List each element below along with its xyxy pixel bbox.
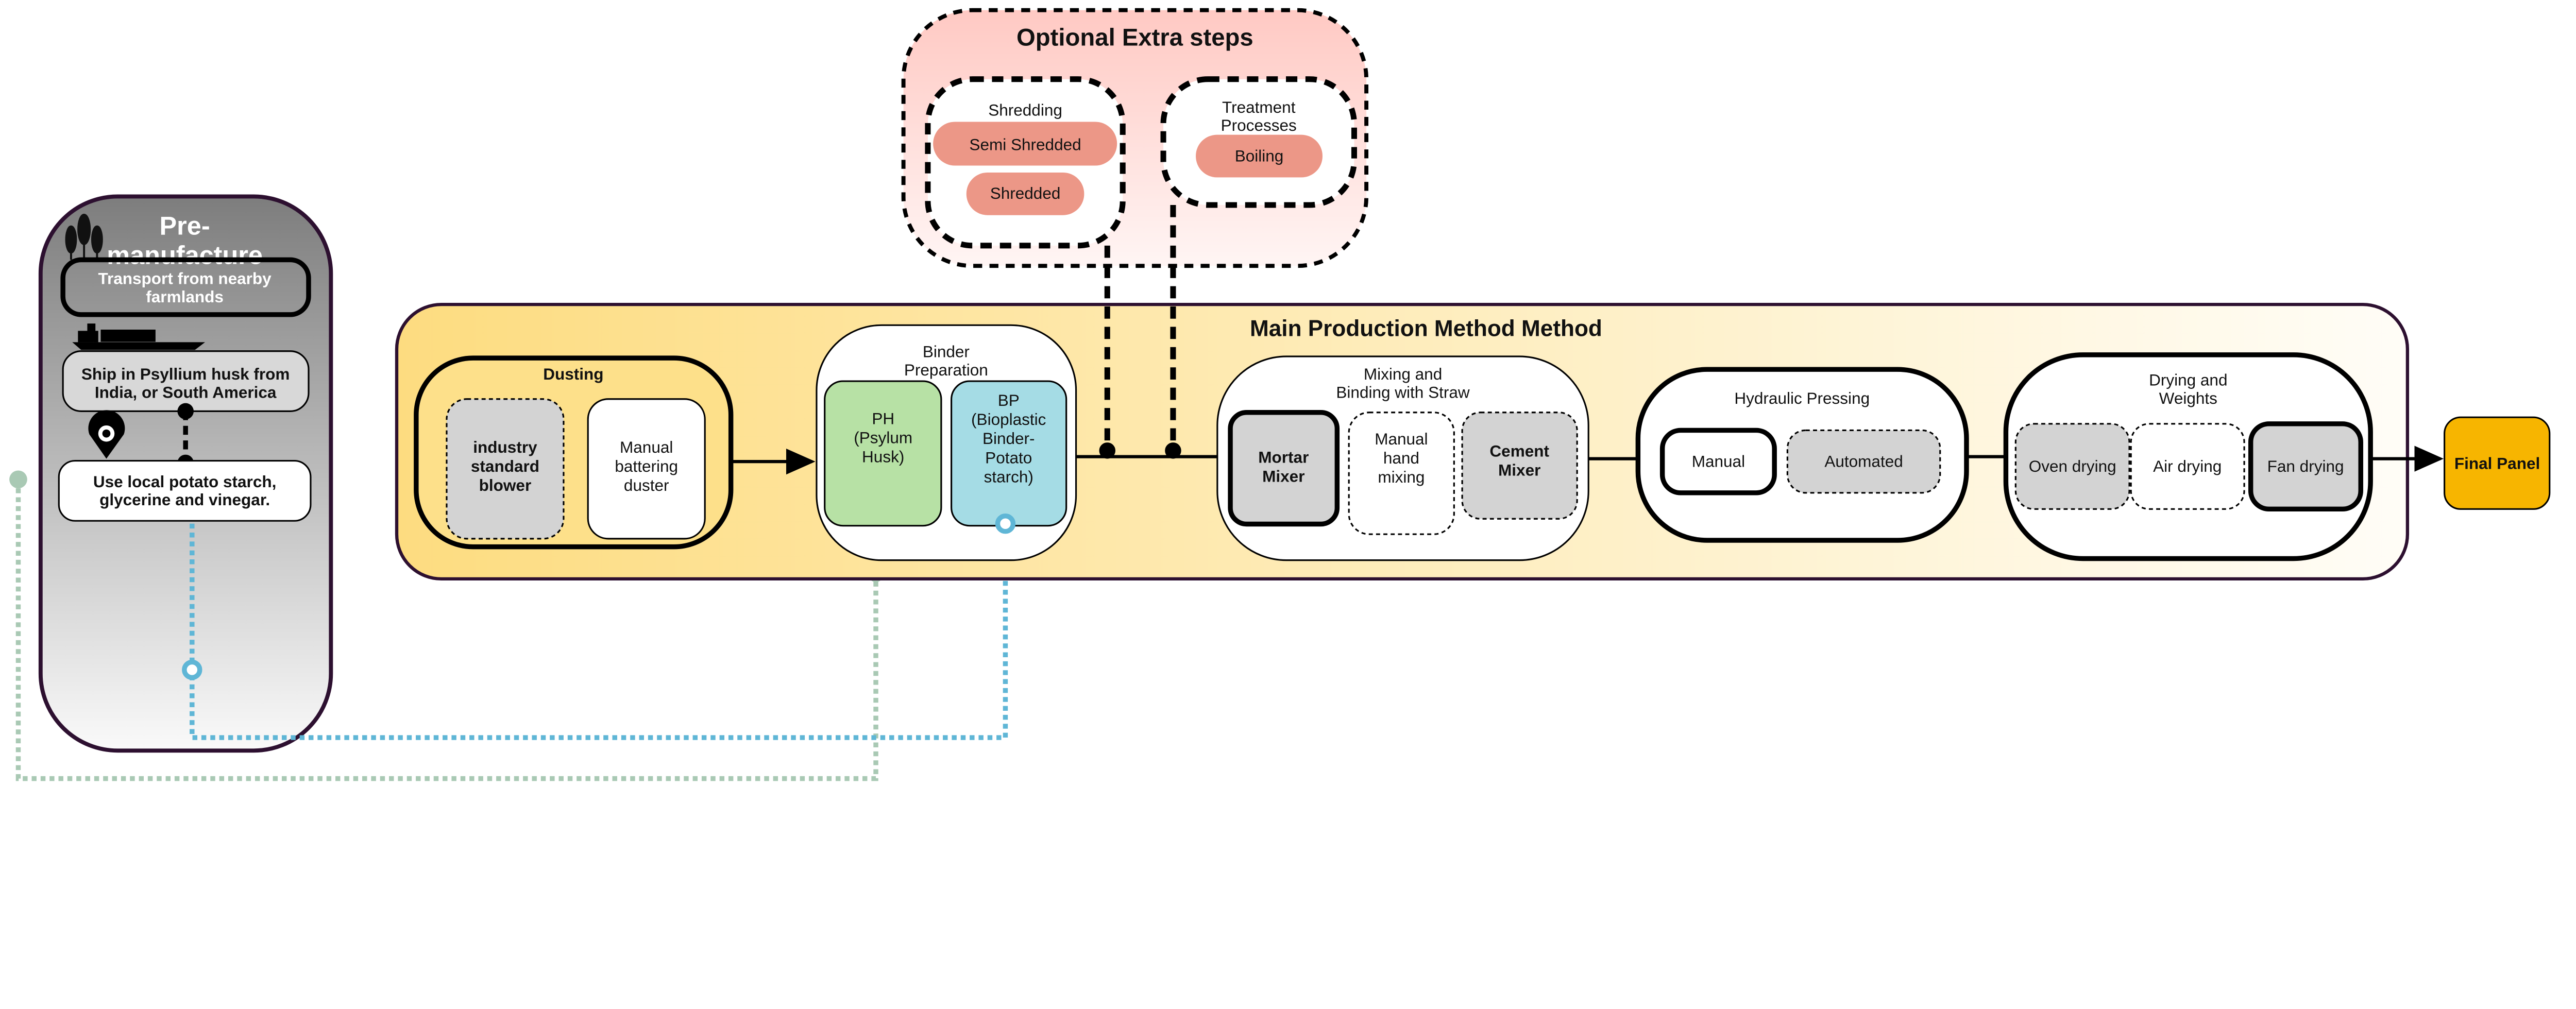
option-label: Manual [1375,430,1428,448]
option-label: Manual [1692,452,1745,470]
option-oven-drying[interactable] [2014,423,2130,510]
option-label: Mixer [1498,461,1540,480]
ship-in-label: Ship in Psyllium husk from [81,365,290,383]
pre-manufacture-title: manufacture [107,240,263,269]
option-label: Oven drying [2029,457,2116,475]
option-label: mixing [1378,468,1425,486]
option-industry-blower[interactable] [446,398,565,540]
location-pin-icon [88,410,125,459]
optional-steps-panel: Optional Extra steps Shredding Semi Shre… [901,8,1369,268]
option-ph[interactable] [824,380,942,527]
blue-link-line [190,523,1008,740]
option-label: industry [473,438,537,456]
option-boiling[interactable] [1196,134,1323,178]
option-label: (Bioplastic [971,410,1046,429]
main-title: Main Production Method Method [1250,316,1602,341]
final-panel [2444,416,2551,510]
option-label: Husk) [862,448,904,466]
option-label: Potato [985,448,1032,467]
option-label: Air drying [2153,457,2222,475]
connector-dot [1165,442,1181,459]
option-semi-shredded[interactable] [933,122,1117,166]
blue-link-dot [182,659,202,680]
local-sourcing-step [58,459,312,522]
local-sourcing-label: Use local potato starch, [93,472,277,491]
option-label: hand [1383,449,1419,467]
option-label: Binder- [982,429,1035,448]
binder-title: Preparation [904,361,988,379]
option-label: BP [998,391,1020,409]
option-label: duster [624,476,669,494]
local-sourcing-label: glycerine and vinegar. [99,490,270,509]
treatment-title: Processes [1221,116,1297,134]
option-manual-duster[interactable] [587,398,706,540]
option-fan-drying[interactable] [2248,421,2363,512]
option-label: standard [471,457,539,475]
treatment-title: Treatment [1222,98,1296,116]
connector-dot [177,403,194,420]
green-link-line [15,479,878,781]
blue-link-dot [995,513,1016,534]
transport-step [60,257,311,317]
option-label: Cement [1489,442,1549,460]
option-automated-press[interactable] [1786,429,1941,494]
pressing-title: Hydraulic Pressing [1734,389,1870,407]
wheat-icon [65,213,103,260]
mixing-title: Mixing and [1364,365,1442,383]
shredding-title: Shredding [988,101,1062,119]
optional-title: Optional Extra steps [1016,24,1253,51]
connector-dot [1099,442,1116,459]
green-link-dot [9,470,27,489]
option-label: blower [479,476,532,494]
ship-in-label: India, or South America [95,383,277,401]
option-label: Automated [1824,452,1903,470]
main-production-panel: Main Production Method Method Dusting in… [395,302,2410,581]
option-label: Boiling [1235,147,1284,165]
option-mortar-mixer[interactable] [1228,410,1340,527]
option-shredded[interactable] [966,172,1084,215]
mixing-title: Binding with Straw [1336,383,1469,401]
ship-icon [72,323,206,350]
option-label: Shredded [990,184,1061,202]
transport-label: Transport from nearby [98,269,272,288]
drying-title: Drying and [2149,371,2227,389]
option-label: Manual [620,438,673,456]
option-label: Mortar [1258,448,1309,466]
option-label: battering [615,457,678,475]
option-label: Semi Shredded [969,135,1081,154]
transport-label: farmlands [146,287,224,306]
option-manual-press[interactable] [1659,427,1777,495]
pre-manufacture-panel: Pre- manufacture Transport from nearby f… [38,194,333,753]
option-label: Mixer [1262,467,1304,486]
production-diagram: Pre- manufacture Transport from nearby f… [9,8,2551,781]
option-cement-mixer[interactable] [1461,412,1578,520]
dusting-title: Dusting [543,365,603,383]
drying-title: Weights [2159,389,2217,407]
option-air-drying[interactable] [2130,423,2245,510]
pre-manufacture-title: Pre- [160,211,210,241]
option-label: starch) [984,467,1033,486]
final-panel-label: Final Panel [2454,454,2540,472]
option-label: (Psylum [854,429,912,447]
option-label: Fan drying [2267,457,2344,475]
binder-title: Binder [923,343,970,361]
option-label: PH [872,409,894,428]
option-manual-hand-mixing[interactable] [1348,412,1455,535]
